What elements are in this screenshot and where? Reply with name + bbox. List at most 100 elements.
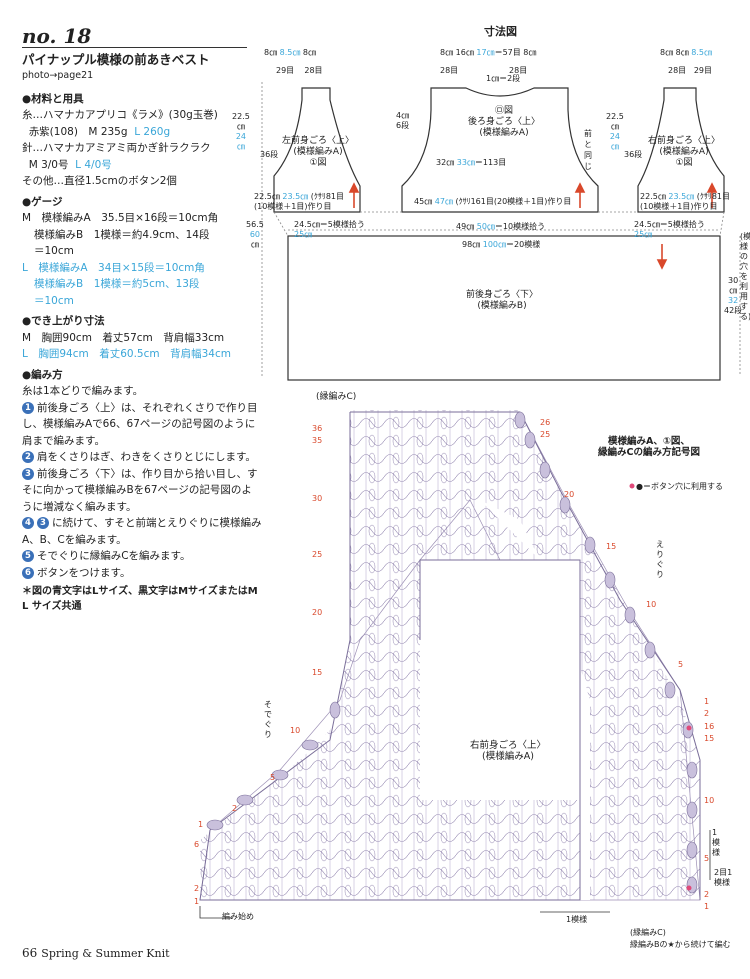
step-number-icon: 1 (22, 401, 34, 414)
row-num: 25 (540, 430, 551, 439)
row-num: 15 (606, 542, 617, 551)
dim-st36-right: 36段 (624, 150, 643, 159)
gauge-l-a: L 模様編みA 34目×15段＝10cm角 (22, 261, 205, 274)
pattern-number: no. 18 (22, 24, 92, 48)
repeat-note: 2目1模様 (714, 868, 733, 887)
materials-heading: ●材料と用具 (22, 92, 84, 105)
edge-b-note: 縁編みBの★から続けて編む (630, 940, 731, 949)
edge-c-top-label: (縁編みC) (316, 392, 357, 402)
row-num: 1 (704, 902, 710, 911)
row-num: 10 (646, 600, 657, 609)
step-ref-icon: 3 (37, 517, 49, 529)
method-heading: ●編み方 (22, 368, 63, 381)
gauge-m-b-cont: ＝10cm (34, 245, 74, 257)
dim-st-right: 28目 29目 (668, 66, 713, 75)
one-repeat-side: 1模様 (712, 828, 720, 857)
start-label: 編み始め (222, 912, 254, 921)
schematic-title: 寸法図 (484, 25, 517, 38)
row-num: 25 (312, 550, 323, 559)
materials-needle-size: M 3/0号 L 4/0号 (28, 158, 112, 171)
materials-other: その他…直径1.5cmのボタン2個 (22, 175, 177, 187)
row-num: 15 (312, 668, 323, 677)
dim-pickup-back: 49㎝ 50㎝＝10模様拾う (456, 222, 546, 231)
row-num: 16 (704, 722, 715, 731)
row-num: 30 (312, 494, 323, 503)
row-num: 35 (312, 436, 323, 445)
lower-body-outline (287, 235, 721, 381)
dim-back-width: 32㎝ 33㎝＝113目 (436, 158, 507, 167)
materials-yarn-amount: 赤紫(108) M 235g L 260g (28, 125, 171, 138)
title-divider (22, 46, 247, 48)
step-number-icon: 6 (22, 566, 34, 579)
row-num: 1 (194, 897, 200, 906)
gauge-heading: ●ゲージ (22, 195, 63, 208)
chart-legend-title: 模様編みA、①図、縁編みCの編み方記号図 (598, 436, 700, 458)
dim-front-same: 前と同じ (584, 129, 592, 171)
row-num: 2 (194, 884, 200, 893)
size-l: L 胸囲94cm 着丈60.5cm 背肩幅34cm (22, 348, 231, 360)
size-m: M 胸囲90cm 着丈57cm 背肩幅33cm (22, 331, 225, 344)
armhole-label: そでぐり (264, 700, 272, 739)
dim-back-chain: 45㎝ 47㎝ (ｸｻﾘ161目(20模様＋1目)作り目 (414, 197, 572, 206)
color-note: ＊図の青文字はLサイズ、黒文字はMサイズまたはM L サイズ共通 (22, 586, 258, 612)
neckline-label: えりぐり (656, 540, 664, 579)
method-intro: 糸は1本どりで編みます。 (22, 385, 144, 397)
dim-shoulder-right: 8㎝ 8㎝ 8.5㎝ (660, 48, 713, 57)
gauge-m-b: 模様編みB 1模様＝約4.9cm、14段 (34, 228, 210, 241)
row-num: 15 (704, 734, 715, 743)
dim-chain-left: 22.5㎝ 23.5㎝ (ｸｻﾘ81目(10模様＋1目)作り目 (254, 192, 345, 211)
row-num: 2 (232, 804, 238, 813)
row-num: 36 (312, 424, 323, 433)
materials-needle: 針…ハマナカアミアミ両かぎ針ラクラク (22, 142, 211, 154)
gauge-m-a: M 模様編みA 35.5目×16段＝10cm角 (22, 212, 219, 224)
dim-chain-right: 22.5㎝ 23.5㎝ (ｸｻﾘ81目(10模様＋1目)作り目 (640, 192, 731, 211)
row-num: 20 (564, 490, 575, 499)
dim-back-top: 8㎝ 16㎝ 17㎝＝57目 8㎝ (440, 48, 537, 57)
step-number-icon: 3 (22, 467, 34, 480)
dim-shoulder-left: 8㎝ 8.5㎝ 8㎝ (264, 48, 317, 57)
step-number-icon: 4 (22, 517, 34, 529)
row-num: 5 (704, 854, 710, 863)
row-num: 6 (194, 840, 200, 849)
size-heading: ●でき上がり寸法 (22, 315, 105, 327)
row-num: 10 (290, 726, 301, 735)
row-num: 5 (270, 773, 276, 782)
pattern-title: パイナップル模様の前あきベスト (22, 51, 210, 67)
edge-c-bottom-label: (縁編みC) (630, 928, 666, 937)
left-column: no. 18 パイナップル模様の前あきベスト photo→page21 ●材料と… (22, 24, 262, 614)
one-repeat-bottom: 1模様 (566, 915, 588, 924)
row-num: 2 (704, 890, 710, 899)
buttonhole-dot-legend (629, 483, 635, 489)
dim-st36-left: 36段 (260, 150, 279, 159)
row-num: 2 (704, 709, 710, 718)
dim-back-st: 28目 28目 (440, 66, 528, 75)
photo-reference: photo→page21 (22, 70, 94, 81)
back-label: ㋺図 後ろ身ごろ〈上〉 (模様編みA) (467, 106, 540, 138)
step-number-icon: 2 (22, 451, 34, 463)
dim-back-neck-row: 1㎝＝2段 (486, 74, 521, 83)
lower-body-label: 前後身ごろ〈下〉 (模様編みB) (465, 290, 538, 311)
materials-yarn: 糸…ハマナカアプリコ《ラメ》(30g玉巻) (22, 109, 218, 121)
row-num: 1 (198, 820, 204, 829)
left-front-label: 左前身ごろ〈上〉 (模様編みA) ①図 (281, 136, 354, 168)
row-num: 10 (704, 796, 715, 805)
back-outline (401, 87, 599, 213)
row-num: 26 (540, 418, 551, 427)
chart-piece-label: 右前身ごろ〈上〉(模様編みA) (469, 740, 546, 762)
row-num: 1 (704, 697, 710, 706)
right-front-label: 右前身ごろ〈上〉 (模様編みA) ①図 (647, 136, 720, 168)
